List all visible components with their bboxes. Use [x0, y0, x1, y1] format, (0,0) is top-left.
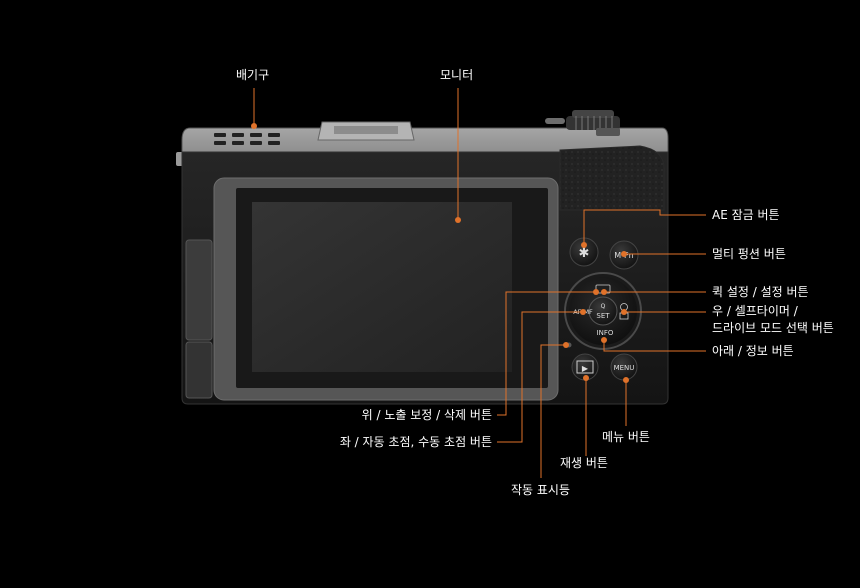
leader-dots [251, 123, 629, 383]
callout-up-exposure: 위 / 노출 보정 / 삭제 버튼 [361, 408, 492, 422]
callout-down-info: 아래 / 정보 버튼 [712, 344, 794, 358]
grip [559, 145, 665, 211]
svg-text:Q: Q [601, 303, 606, 310]
callout-left-focus: 좌 / 자동 초점, 수동 초점 버튼 [339, 435, 492, 449]
callout-right-self-timer: 우 / 셀프타이머 / [712, 304, 798, 318]
callout-right-drive-mode: 드라이브 모드 선택 버튼 [712, 321, 834, 335]
leader-lines [253, 88, 706, 478]
callout-vent: 배기구 [236, 68, 270, 82]
callout-ae-lock: AE 잠금 버튼 [712, 208, 780, 222]
menu-mark: MENU [614, 364, 635, 372]
hot-shoe [317, 121, 415, 141]
info-mark: INFO [597, 329, 614, 337]
callout-menu-button: 메뉴 버튼 [602, 430, 650, 444]
callout-activity-lamp: 작동 표시등 [511, 483, 571, 497]
callout-monitor: 모니터 [440, 68, 474, 82]
playback-button-graphic: ▶ [571, 353, 599, 381]
callout-multi-function: 멀티 펑션 버튼 [712, 247, 786, 261]
callout-playback-button: 재생 버튼 [560, 456, 608, 470]
menu-button-graphic: MENU [610, 353, 638, 381]
vent-slots [214, 133, 280, 145]
ae-lock-mark: ✱ [579, 246, 590, 261]
playback-mark: ▶ [582, 364, 589, 373]
top-dial [545, 110, 620, 136]
set-mark: SET [596, 312, 610, 320]
callout-quick-set: 퀵 설정 / 설정 버튼 [712, 285, 809, 299]
monitor-screen [252, 202, 512, 372]
monitor-hinge [185, 239, 213, 341]
